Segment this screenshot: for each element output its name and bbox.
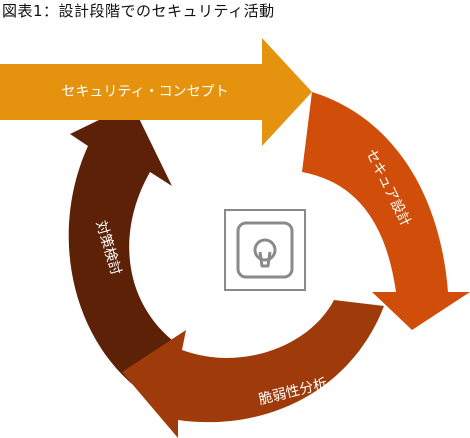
cycle-arrow-vulnerability-analysis (122, 300, 384, 438)
figure-title: 図表1：設計段階でのセキュリティ活動 (2, 2, 275, 20)
cycle-arrow-security-concept (0, 38, 312, 146)
step-label-security-concept: セキュリティ・コンセプト (61, 84, 228, 100)
cycle-arrow-countermeasure (68, 104, 172, 384)
keyhole-icon (224, 209, 306, 291)
cycle-arrow-secure-design (302, 92, 470, 330)
